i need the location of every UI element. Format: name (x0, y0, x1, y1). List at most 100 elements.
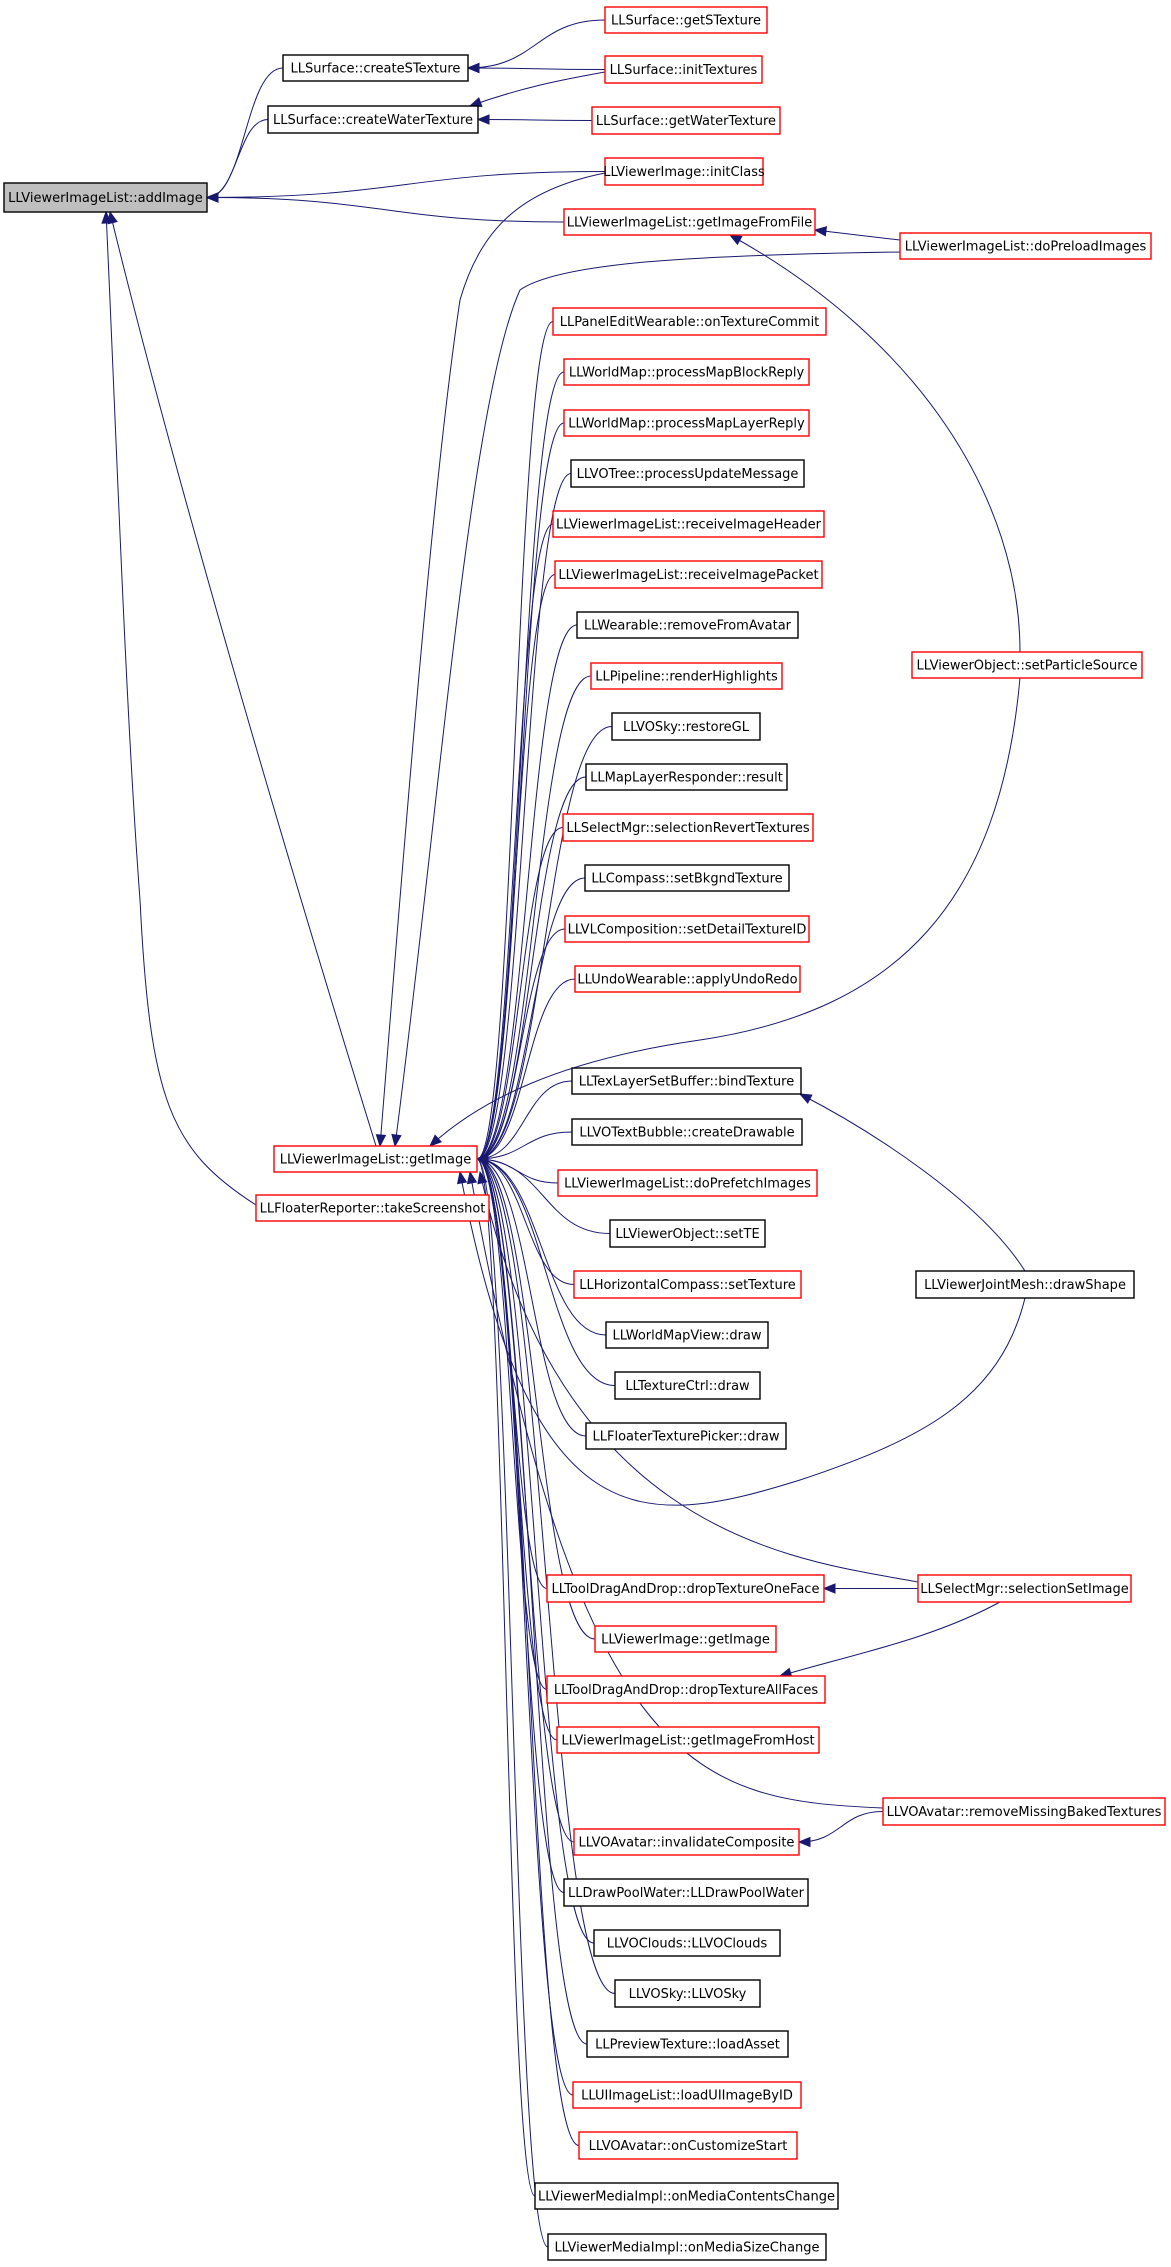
node-box-drawPoolWater (563, 1878, 809, 1907)
edge-setTexture-to-getImage (476, 1158, 575, 1285)
node-setBkgndTexture: LLCompass::setBkgndTexture (584, 864, 790, 892)
node-onTextureCommit[interactable]: LLPanelEditWearable::onTextureCommit (552, 307, 827, 336)
node-label-getWaterTexture: LLSurface::getWaterTexture (596, 114, 776, 129)
node-getImage[interactable]: LLViewerImageList::getImage (273, 1145, 478, 1173)
node-box-createWaterTexture (267, 105, 479, 134)
edge-worldMapDraw-to-getImage (476, 1158, 607, 1336)
edge-initClass-to-addImage (206, 171, 606, 198)
edge-setParticleSource-to-getImage (429, 677, 1021, 1147)
node-box-invalidateComposite (573, 1828, 800, 1856)
node-setDetailTextureID[interactable]: LLVLComposition::setDetailTextureID (564, 915, 810, 943)
node-selectionSetImage[interactable]: LLSelectMgr::selectionSetImage (917, 1574, 1132, 1603)
node-box-getImageFromFile (563, 208, 816, 236)
node-receiveImageHeader[interactable]: LLViewerImageList::receiveImageHeader (552, 510, 825, 538)
arrowhead-setParticleSource-to-getImage (429, 1134, 443, 1147)
node-selectionRevertTextures[interactable]: LLSelectMgr::selectionRevertTextures (562, 813, 814, 842)
node-box-applyUndoRedo (574, 965, 801, 993)
node-setTexture[interactable]: LLHorizontalCompass::setTexture (573, 1270, 802, 1299)
node-getImageFromHost[interactable]: LLViewerImageList::getImageFromHost (556, 1726, 820, 1754)
node-box-setTE (609, 1219, 766, 1248)
edge-applyUndoRedo-to-getImage (476, 978, 576, 1160)
node-restoreGL: LLVOSky::restoreGL (611, 712, 761, 741)
node-receiveImagePacket[interactable]: LLViewerImageList::receiveImagePacket (554, 560, 823, 589)
node-label-getImageFromHost: LLViewerImageList::getImageFromHost (561, 1734, 814, 1749)
edge-removeMissingBakedTextures-to-invalidateComposite (798, 1811, 884, 1843)
edge-getWaterTexture-to-createWaterTexture (477, 119, 593, 121)
node-doPrefetchImages[interactable]: LLViewerImageList::doPrefetchImages (557, 1169, 818, 1197)
node-label-restoreGL: LLVOSky::restoreGL (623, 720, 750, 735)
edge-getImage-to-addImage (109, 211, 377, 1147)
node-createDrawable: LLVOTextBubble::createDrawable (571, 1118, 803, 1146)
node-box-restoreGL (611, 712, 761, 741)
node-getWaterTexture[interactable]: LLSurface::getWaterTexture (591, 106, 781, 135)
edge-loadUIImageByID-to-getImage (476, 1158, 574, 2096)
node-createSTexture: LLSurface::createSTexture (282, 54, 469, 82)
node-label-voSky: LLVOSky::LLVOSky (629, 1987, 747, 2002)
node-label-removeMissingBakedTextures: LLVOAvatar::removeMissingBakedTextures (887, 1805, 1162, 1820)
node-dropTextureOneFace[interactable]: LLToolDragAndDrop::dropTextureOneFace (546, 1574, 825, 1603)
edge-selectionSetImage-to-dropTextureAllFaces (779, 1601, 1001, 1677)
node-box-takeScreenshot (255, 1194, 490, 1222)
node-initClass[interactable]: LLViewerImage::initClass (603, 157, 765, 186)
node-renderHighlights[interactable]: LLPipeline::renderHighlights (590, 662, 783, 690)
node-box-processUpdateMessage (570, 459, 805, 488)
node-label-onMediaSizeChange: LLViewerMediaImpl::onMediaSizeChange (554, 2241, 819, 2256)
node-box-onMediaContentsChange (534, 2182, 839, 2210)
node-label-onCustomizeStart: LLVOAvatar::onCustomizeStart (589, 2139, 788, 2154)
node-worldMapDraw: LLWorldMapView::draw (605, 1321, 769, 1349)
node-box-setBkgndTexture (584, 864, 790, 892)
node-box-setParticleSource (911, 651, 1143, 679)
arrowhead-setParticleSource-to-getImageFromFile (728, 234, 743, 246)
node-viewerImageGetImage[interactable]: LLViewerImage::getImage (594, 1625, 777, 1653)
node-voSky: LLVOSky::LLVOSky (614, 1979, 761, 2008)
node-label-processMapLayerReply: LLWorldMap::processMapLayerReply (568, 417, 805, 432)
node-removeMissingBakedTextures[interactable]: LLVOAvatar::removeMissingBakedTextures (882, 1797, 1166, 1826)
node-getImageFromFile[interactable]: LLViewerImageList::getImageFromFile (563, 208, 816, 236)
node-doPreloadImages[interactable]: LLViewerImageList::doPreloadImages (899, 232, 1152, 260)
node-label-drawPoolWater: LLDrawPoolWater::LLDrawPoolWater (568, 1886, 805, 1901)
node-invalidateComposite[interactable]: LLVOAvatar::invalidateComposite (573, 1828, 800, 1856)
node-box-createSTexture (282, 54, 469, 82)
node-loadUIImageByID[interactable]: LLUIImageList::loadUIImageByID (572, 2081, 802, 2109)
node-box-voSky (614, 1979, 761, 2008)
node-voClouds: LLVOClouds::LLVOClouds (593, 1929, 781, 1957)
node-box-bindTexture (571, 1067, 802, 1095)
node-bindTexture: LLTexLayerSetBuffer::bindTexture (571, 1067, 802, 1095)
node-onMediaContentsChange: LLViewerMediaImpl::onMediaContentsChange (534, 2182, 839, 2210)
edge-getImageFromFile-to-addImage (206, 197, 565, 223)
node-applyUndoRedo[interactable]: LLUndoWearable::applyUndoRedo (574, 965, 801, 993)
node-box-getWaterTexture (591, 106, 781, 135)
node-box-doPrefetchImages (557, 1169, 818, 1197)
node-box-result (585, 763, 788, 791)
node-onMediaSizeChange: LLViewerMediaImpl::onMediaSizeChange (547, 2233, 827, 2261)
node-getSTexture[interactable]: LLSurface::getSTexture (604, 6, 768, 34)
node-box-receiveImageHeader (552, 510, 825, 538)
node-dropTextureAllFaces[interactable]: LLToolDragAndDrop::dropTextureAllFaces (546, 1675, 826, 1704)
edge-drawShape-to-bindTexture (799, 1093, 1026, 1272)
node-processMapLayerReply[interactable]: LLWorldMap::processMapLayerReply (563, 409, 810, 437)
arrowhead-drawShape-to-bindTexture (798, 1093, 813, 1104)
node-setParticleSource[interactable]: LLViewerObject::setParticleSource (911, 651, 1143, 679)
node-initTextures[interactable]: LLSurface::initTextures (604, 55, 763, 84)
node-createWaterTexture: LLSurface::createWaterTexture (267, 105, 479, 134)
node-box-onCustomizeStart (578, 2131, 798, 2160)
arrowhead-doPreloadImages-to-getImage (391, 1133, 402, 1148)
node-label-dropTextureOneFace: LLToolDragAndDrop::dropTextureOneFace (552, 1582, 820, 1597)
edge-createWaterTexture-to-addImage (206, 119, 269, 198)
node-label-doPrefetchImages: LLViewerImageList::doPrefetchImages (564, 1177, 811, 1192)
node-takeScreenshot[interactable]: LLFloaterReporter::takeScreenshot (255, 1194, 490, 1222)
edge-initClass-to-getImage (379, 172, 606, 1147)
node-textureCtrlDraw: LLTextureCtrl::draw (614, 1371, 761, 1400)
node-box-selectionSetImage (917, 1574, 1132, 1603)
arrowhead-onMediaSizeChange-to-getImage (475, 1153, 489, 1165)
edge-bindTexture-to-getImage (476, 1080, 573, 1160)
node-processMapBlockReply[interactable]: LLWorldMap::processMapBlockReply (563, 358, 810, 386)
node-box-doPreloadImages (899, 232, 1152, 260)
node-label-setDetailTextureID: LLVLComposition::setDetailTextureID (568, 923, 807, 938)
node-texturePickerDraw: LLFloaterTexturePicker::draw (585, 1422, 787, 1450)
node-onCustomizeStart[interactable]: LLVOAvatar::onCustomizeStart (578, 2131, 798, 2160)
node-label-processUpdateMessage: LLVOTree::processUpdateMessage (577, 467, 799, 482)
edge-doPreloadImages-to-getImage (394, 251, 901, 1147)
edge-renderHighlights-to-getImage (476, 675, 592, 1160)
node-box-worldMapDraw (605, 1321, 769, 1349)
